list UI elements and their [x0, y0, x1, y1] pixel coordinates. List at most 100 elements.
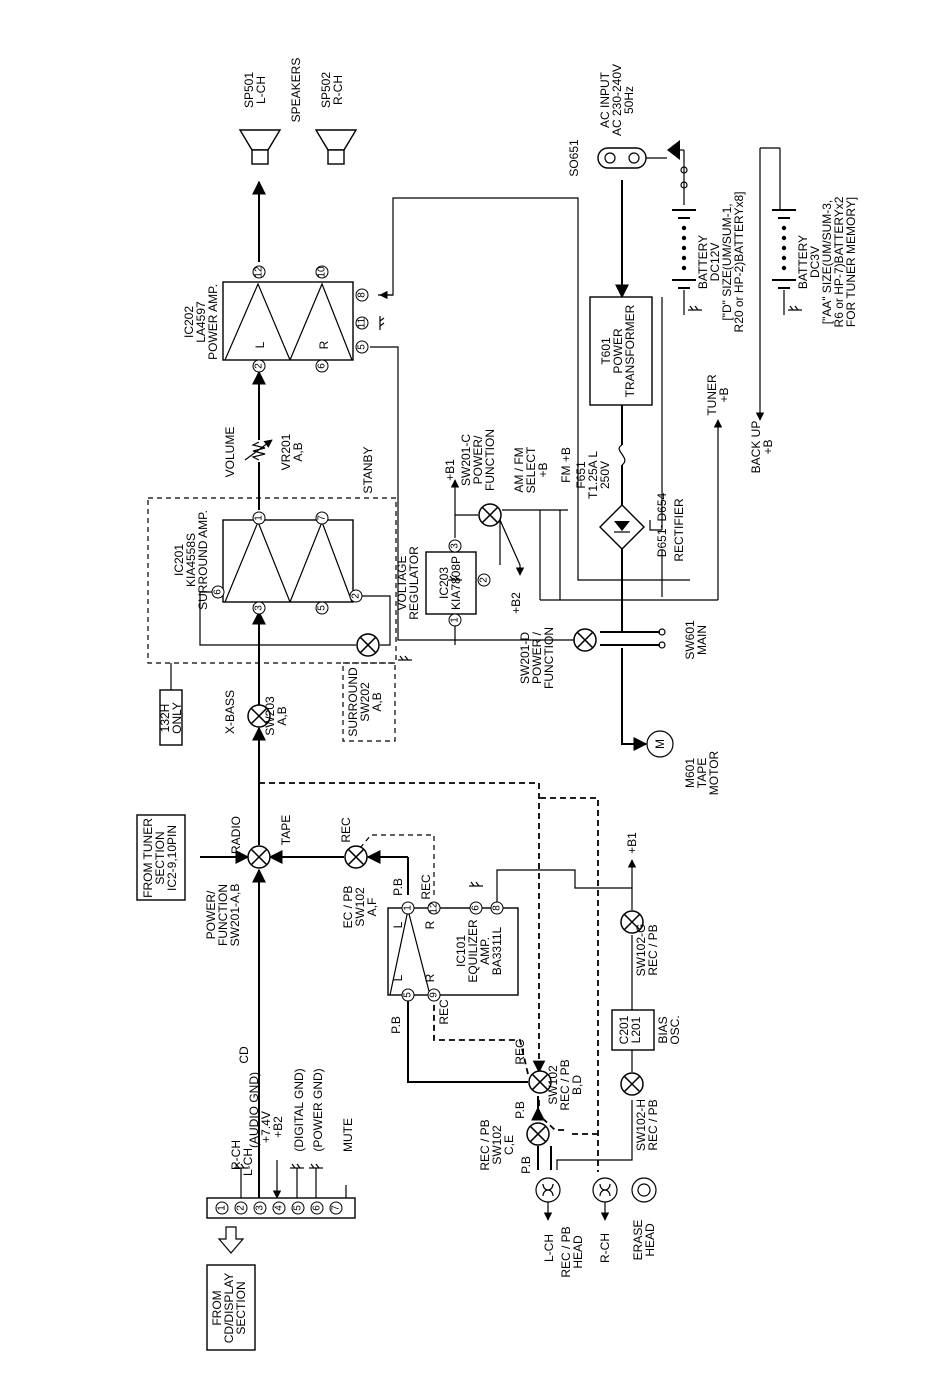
tuner-b-label: TUNER+B [705, 374, 731, 416]
ic203-pin-3: 3 [448, 539, 462, 553]
svg-text:1: 1 [217, 1205, 228, 1211]
svg-text:(DIGITAL GND): (DIGITAL GND) [292, 1068, 306, 1151]
transformer-block [589, 296, 653, 406]
svg-text:A,B: A,B [370, 692, 384, 711]
svg-text:FOR TUNER MEMORY]: FOR TUNER MEMORY] [844, 197, 858, 327]
svg-text:SO651: SO651 [567, 139, 581, 177]
speaker-r-icon [314, 129, 358, 165]
ic202-pin-11: 11 [355, 316, 369, 330]
ic201-pin-1: 1 [252, 511, 266, 525]
ic101-pin-6: 6 [469, 901, 483, 915]
svg-text:5: 5 [293, 1205, 304, 1211]
svg-text:SURROUND AMP.: SURROUND AMP. [196, 510, 210, 610]
svg-text:REC: REC [339, 817, 353, 843]
ic202-pin-5: 5 [355, 340, 369, 354]
svg-text:POWER /: POWER / [530, 631, 544, 684]
svg-text:P.B: P.B [391, 878, 405, 896]
ground-symbols [234, 305, 802, 1169]
ic101-pin-9: 9 [427, 988, 441, 1002]
svg-text:VOLTAGE: VOLTAGE [395, 556, 409, 611]
ic101-l-label-b: L [391, 974, 405, 981]
svg-text:SP501: SP501 [242, 72, 256, 108]
svg-text:1: 1 [450, 617, 461, 623]
svg-text:SURROUND: SURROUND [346, 667, 360, 737]
svg-text:M: M [653, 739, 667, 749]
svg-text:BATTERY: BATTERY [696, 235, 710, 289]
ic202-l-label: L [253, 341, 267, 348]
fm-b-label: FM +B [559, 447, 573, 483]
svg-text:132H: 132H [158, 704, 172, 733]
svg-text:REC / PB: REC / PB [646, 1099, 660, 1150]
svg-text:F651: F651 [574, 461, 588, 489]
svg-text:SECTION: SECTION [153, 831, 167, 884]
svg-text:HEAD: HEAD [643, 1223, 657, 1257]
ic202-pin-12: 12 [252, 265, 266, 279]
ic201-pin-7: 7 [315, 511, 329, 525]
b2-label: +B2 [509, 592, 523, 614]
svg-text:POWER: POWER [611, 328, 625, 374]
backup-b-label: BACK UP+B [749, 421, 775, 474]
ic203-block [425, 551, 477, 615]
svg-text:SW201-A,B: SW201-A,B [228, 884, 242, 947]
motor-symbol [646, 730, 674, 758]
svg-text:P.B: P.B [513, 1101, 527, 1119]
b1-label-bottom: +B1 [625, 832, 639, 854]
svg-text:TAPE: TAPE [695, 758, 709, 788]
svg-text:12: 12 [429, 902, 440, 914]
svg-text:AMP.: AMP. [478, 937, 492, 965]
svg-text:5: 5 [357, 344, 368, 350]
svg-text:FUNCTION: FUNCTION [542, 627, 556, 689]
svg-text:MAIN: MAIN [695, 625, 709, 655]
svg-text:+B1: +B1 [625, 832, 639, 854]
ic201-pin-3: 3 [252, 601, 266, 615]
sw201-ab-switch [247, 845, 271, 869]
svg-text:R: R [423, 920, 437, 929]
svg-text:AC INPUT: AC INPUT [598, 71, 612, 128]
signal-wires [199, 180, 690, 1198]
sw203-switch [247, 704, 271, 728]
svg-text:REC: REC [513, 1039, 527, 1065]
sw102-bd-switch [528, 1070, 552, 1094]
ic101-pin-12: 12 [427, 901, 441, 915]
ic202-r-label: R [317, 340, 331, 349]
svg-text:FM +B: FM +B [559, 447, 573, 483]
sw102-h-switch [620, 1072, 644, 1096]
sw102-rec-label: REC [513, 1039, 527, 1065]
bias-osc-block [611, 1009, 655, 1051]
ic202-pin-6: 6 [315, 359, 329, 373]
head-rch-icon [592, 1177, 618, 1221]
svg-text:L: L [391, 921, 405, 928]
rectifier-ref-label: D651~D654 [655, 492, 669, 557]
svg-text:P.B: P.B [389, 1016, 403, 1034]
svg-text:REC: REC [419, 874, 433, 900]
svg-text:TUNER: TUNER [705, 374, 719, 416]
speaker-l-icon [238, 129, 282, 165]
svg-text:2: 2 [254, 363, 265, 369]
tuner-box [136, 814, 186, 901]
svg-text:6: 6 [471, 905, 482, 911]
ac-plug-symbol [597, 140, 680, 169]
svg-text:+B: +B [717, 387, 731, 402]
svg-text:SPEAKERS: SPEAKERS [289, 58, 303, 123]
svg-text:SW601: SW601 [683, 620, 697, 660]
svg-text:1: 1 [403, 905, 414, 911]
svg-text:8: 8 [357, 292, 368, 298]
motor-m-symbol: M [653, 739, 667, 749]
ic101-rec-bottom-label: REC [437, 999, 451, 1025]
svg-text:POWER/: POWER/ [471, 435, 485, 484]
